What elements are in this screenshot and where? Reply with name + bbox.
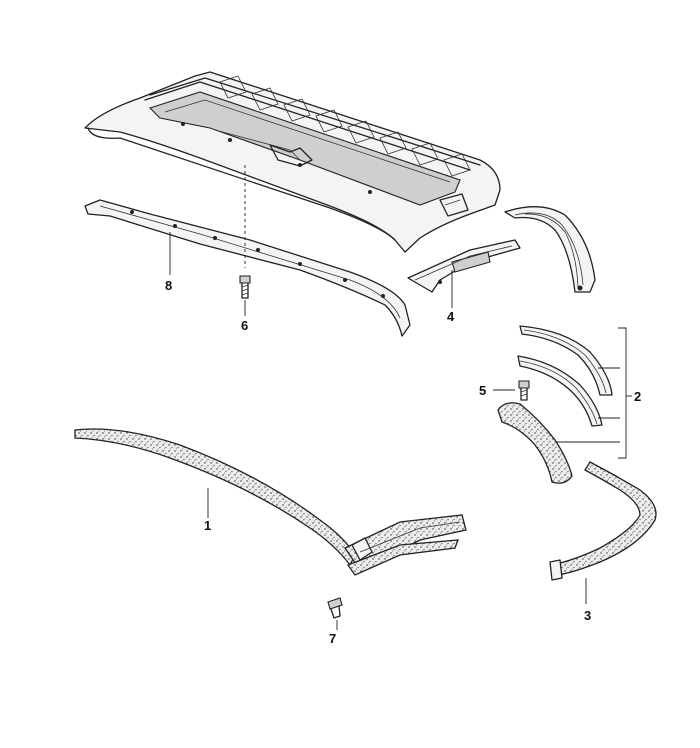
part-3-rear-seal	[549, 461, 657, 581]
leader-lines	[169, 165, 632, 630]
part-1-roof-seal	[74, 428, 467, 576]
roof-corner-bracket	[504, 206, 596, 293]
callout-8: 8	[165, 278, 172, 293]
part-6-bolt	[239, 275, 251, 299]
callout-5: 5	[479, 383, 486, 398]
callout-2: 2	[634, 389, 641, 404]
callout-6: 6	[241, 318, 248, 333]
callout-3: 3	[584, 608, 591, 623]
roof-frame-assembly	[84, 71, 501, 253]
callout-labels: 1 2 3 4 5 6 7 8	[165, 278, 641, 646]
part-8-windshield-header-strip	[84, 199, 411, 337]
callout-4: 4	[447, 309, 455, 324]
callout-7: 7	[329, 631, 336, 646]
part-5-screw	[518, 380, 530, 401]
part-4-bracket	[407, 239, 521, 293]
part-7-clip	[327, 597, 343, 619]
part-2-seal-set	[497, 325, 613, 484]
callout-1: 1	[204, 518, 211, 533]
